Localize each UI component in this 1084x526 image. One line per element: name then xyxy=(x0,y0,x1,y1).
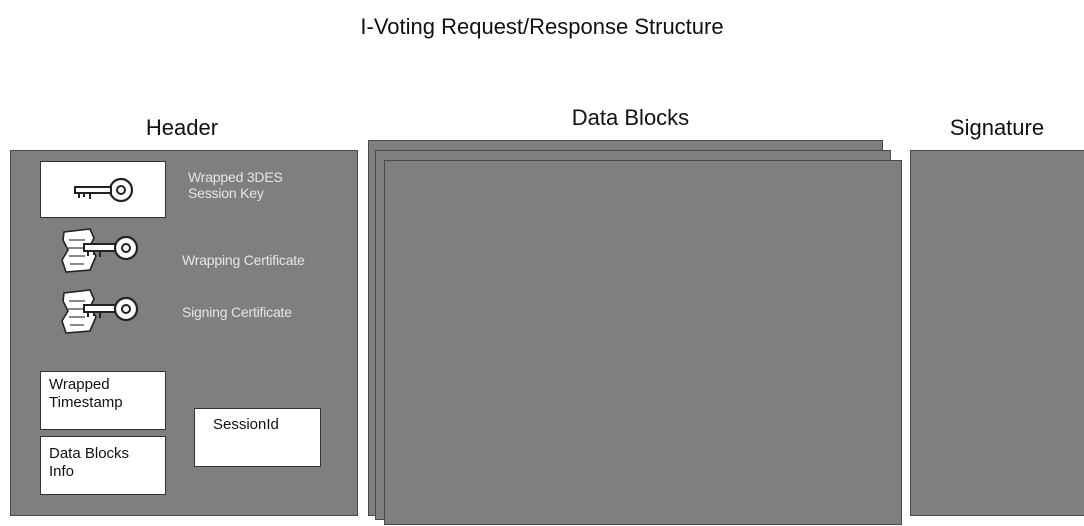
signature-panel xyxy=(910,150,1084,516)
wrapped-timestamp-line1: Wrapped xyxy=(49,376,110,393)
wrapped-key-label-line1: Wrapped 3DES xyxy=(188,169,283,185)
signing-certificate-key-icon xyxy=(60,287,144,340)
data-block-panel-front xyxy=(384,160,902,525)
wrapped-timestamp-box: Wrapped Timestamp xyxy=(40,371,166,430)
data-blocks-info-box: Data Blocks Info xyxy=(40,436,166,495)
header-section-label: Header xyxy=(145,115,219,140)
wrapped-timestamp-line2: Timestamp xyxy=(49,394,123,411)
data-blocks-section-label: Data Blocks xyxy=(571,105,690,130)
wrapped-key-label-line2: Session Key xyxy=(188,185,264,201)
session-id-label: SessionId xyxy=(213,416,279,433)
data-blocks-info-line1: Data Blocks xyxy=(49,445,130,462)
wrapping-certificate-label: Wrapping Certificate xyxy=(182,252,305,268)
wrapping-certificate-key-icon xyxy=(60,226,144,279)
wrapped-key-label: Wrapped 3DES Session Key xyxy=(188,169,283,201)
signature-section-label: Signature xyxy=(949,115,1045,140)
diagram-title: I-Voting Request/Response Structure xyxy=(360,14,724,39)
key-icon xyxy=(71,174,137,211)
session-id-box: SessionId xyxy=(194,408,321,467)
data-blocks-info-line2: Info xyxy=(49,463,75,480)
wrapped-key-box xyxy=(40,161,166,218)
signing-certificate-label: Signing Certificate xyxy=(182,304,292,320)
